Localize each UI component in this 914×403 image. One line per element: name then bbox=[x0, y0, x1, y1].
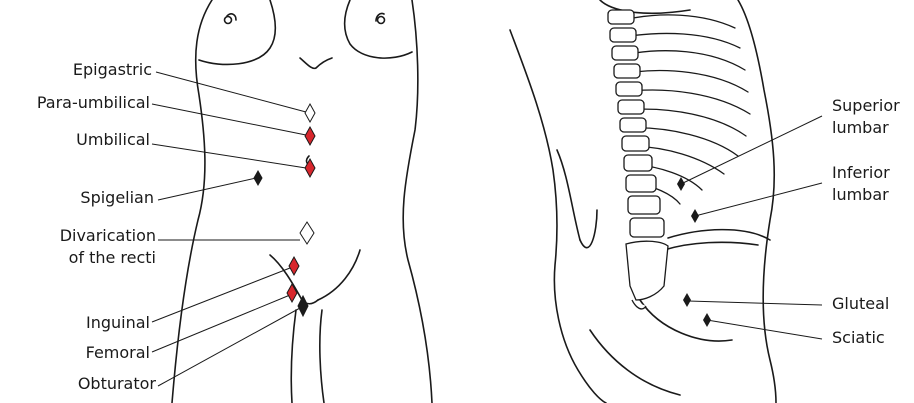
vertebral-column bbox=[608, 10, 668, 309]
epigastric-label: Epigastric bbox=[20, 60, 152, 80]
para-umbilical-marker bbox=[305, 127, 315, 145]
gluteal-label: Gluteal bbox=[832, 294, 889, 314]
epigastric-marker bbox=[305, 104, 315, 122]
anterior-torso-outline bbox=[172, 0, 432, 403]
anterior-hernia-markers bbox=[254, 104, 315, 316]
spigelian-label: Spigelian bbox=[20, 188, 154, 208]
divarication-marker bbox=[300, 222, 314, 244]
superior-lumbar-label-line2: lumbar bbox=[832, 118, 889, 138]
inferior-lumbar-label-line1: Inferior bbox=[832, 163, 890, 183]
inferior-lumbar-label-line2: lumbar bbox=[832, 185, 889, 205]
inferior-lumbar-marker bbox=[691, 209, 699, 223]
divarication-label-line2: of the recti bbox=[14, 248, 156, 268]
obturator-label: Obturator bbox=[20, 374, 156, 394]
superior-lumbar-label-line1: Superior bbox=[832, 96, 900, 116]
posterior-leader-lines bbox=[681, 116, 822, 339]
umbilical-label: Umbilical bbox=[20, 130, 150, 150]
gluteal-marker bbox=[683, 293, 691, 307]
obturator-marker bbox=[298, 296, 308, 316]
inguinal-marker bbox=[289, 257, 299, 275]
superior-lumbar-marker bbox=[677, 177, 685, 191]
inguinal-label: Inguinal bbox=[20, 313, 150, 333]
spigelian-marker bbox=[254, 171, 262, 185]
sciatic-label: Sciatic bbox=[832, 328, 885, 348]
femoral-marker bbox=[287, 284, 297, 302]
femoral-label: Femoral bbox=[20, 343, 150, 363]
divarication-label-line1: Divarication bbox=[14, 226, 156, 246]
para-umbilical-label: Para-umbilical bbox=[2, 93, 150, 113]
sciatic-marker bbox=[703, 313, 711, 327]
anterior-leader-lines bbox=[152, 72, 306, 386]
posterior-hernia-markers bbox=[677, 177, 711, 327]
